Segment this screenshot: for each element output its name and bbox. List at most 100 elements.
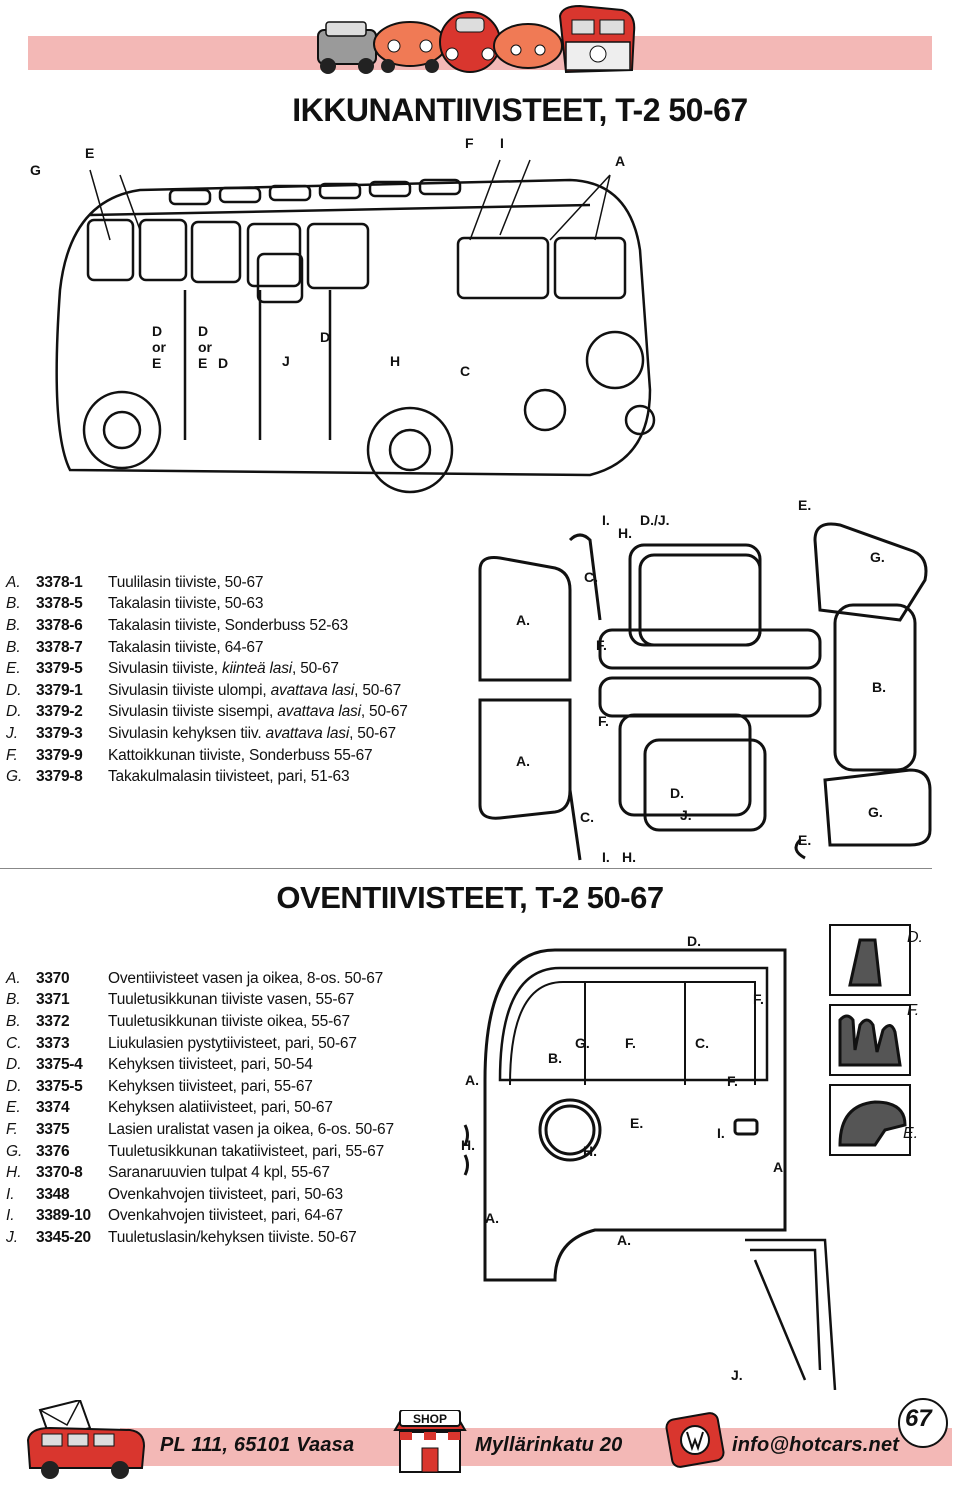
orange-car-icon bbox=[373, 21, 447, 73]
windshield-left bbox=[456, 236, 550, 300]
page-number: 67 bbox=[905, 1405, 932, 1432]
svg-text:SHOP: SHOP bbox=[413, 1412, 447, 1426]
svg-text:C.: C. bbox=[695, 1035, 709, 1051]
label-leaders-right bbox=[469, 159, 611, 241]
svg-text:A.: A. bbox=[617, 1232, 631, 1248]
svg-text:F.: F. bbox=[598, 713, 609, 729]
svg-text:I.: I. bbox=[717, 1125, 725, 1141]
seal-f-1 bbox=[598, 628, 822, 670]
red-beetle-icon bbox=[439, 11, 501, 73]
svg-text:H.: H. bbox=[583, 1143, 597, 1159]
footer-address: PL 111, 65101 Vaasa bbox=[160, 1434, 355, 1456]
profile-d-icon bbox=[848, 938, 882, 987]
headlight-left bbox=[523, 388, 567, 432]
svg-text:D: D bbox=[320, 329, 330, 345]
van-line-drawing: G E F I A D or E D or E D J D H C bbox=[30, 135, 656, 494]
svg-text:H: H bbox=[390, 353, 400, 369]
window-e2 bbox=[190, 220, 242, 284]
footer-email: info@hotcars.net bbox=[732, 1434, 900, 1456]
svg-text:I: I bbox=[500, 135, 504, 151]
svg-text:F.: F. bbox=[753, 991, 764, 1007]
bus-mail-icon bbox=[26, 1400, 146, 1479]
svg-text:E.: E. bbox=[798, 832, 811, 848]
vw-key-icon bbox=[665, 1412, 725, 1468]
window-e1 bbox=[138, 218, 188, 282]
door-window-frame bbox=[498, 966, 769, 1082]
door-lines bbox=[183, 290, 332, 440]
section-divider bbox=[0, 868, 932, 869]
seal-e-bottom bbox=[794, 838, 806, 860]
door-outline bbox=[483, 948, 787, 1282]
windshield-right bbox=[553, 236, 627, 300]
svg-text:A: A bbox=[615, 153, 625, 169]
vw-emblem bbox=[585, 330, 645, 390]
svg-text:F.: F. bbox=[907, 1002, 919, 1019]
roof-window-3 bbox=[268, 184, 312, 202]
seal-a-top bbox=[478, 556, 572, 682]
vent-window bbox=[745, 1238, 837, 1390]
shop-icon: SHOP bbox=[393, 1410, 467, 1473]
roof-window-6 bbox=[418, 178, 462, 196]
roof-window-2 bbox=[218, 186, 262, 204]
roof-line bbox=[89, 203, 591, 217]
svg-text:C.: C. bbox=[584, 569, 598, 585]
header-cars-illustration bbox=[317, 4, 636, 74]
roof-window-4 bbox=[318, 182, 362, 200]
svg-text:D: D bbox=[218, 355, 228, 371]
svg-text:E.: E. bbox=[903, 1125, 918, 1142]
window-j bbox=[256, 252, 304, 304]
svg-text:H.: H. bbox=[618, 525, 632, 541]
svg-text:E: E bbox=[85, 145, 94, 161]
window-h bbox=[306, 222, 370, 290]
svg-text:D.: D. bbox=[687, 933, 701, 949]
svg-text:A.: A. bbox=[465, 1072, 479, 1088]
svg-text:D.: D. bbox=[670, 785, 684, 801]
svg-text:A.: A. bbox=[485, 1210, 499, 1226]
svg-text:E: E bbox=[152, 355, 161, 371]
svg-text:F: F bbox=[465, 135, 474, 151]
svg-text:E.: E. bbox=[630, 1115, 643, 1131]
svg-text:H.: H. bbox=[622, 849, 636, 865]
svg-text:D: D bbox=[198, 323, 208, 339]
svg-text:G.: G. bbox=[868, 804, 883, 820]
hinge-plugs bbox=[463, 1124, 469, 1176]
svg-text:A.: A. bbox=[516, 753, 530, 769]
door-handle bbox=[733, 1118, 759, 1136]
seal-shapes-drawing: I. H. D./J. E. G. C. A. F. B. F. A. D. J… bbox=[478, 500, 932, 865]
svg-text:F.: F. bbox=[625, 1035, 636, 1051]
svg-text:G: G bbox=[30, 162, 41, 178]
svg-text:G.: G. bbox=[575, 1035, 590, 1051]
roof-window-5 bbox=[368, 180, 412, 198]
svg-text:I.: I. bbox=[602, 512, 610, 528]
van-body-outline bbox=[55, 178, 652, 477]
profile-e-icon bbox=[838, 1100, 907, 1147]
svg-text:E: E bbox=[198, 355, 207, 371]
svg-text:D.: D. bbox=[907, 929, 923, 946]
svg-text:J.: J. bbox=[680, 807, 692, 823]
svg-text:A.: A. bbox=[773, 1159, 787, 1175]
svg-text:F.: F. bbox=[727, 1073, 738, 1089]
svg-text:C: C bbox=[460, 363, 470, 379]
seal-g-top bbox=[813, 522, 928, 622]
door-line-drawing: D. D. F. F. B. G. F. C. A. F. E. I. E. H… bbox=[461, 924, 923, 1390]
svg-text:I.: I. bbox=[602, 849, 610, 865]
